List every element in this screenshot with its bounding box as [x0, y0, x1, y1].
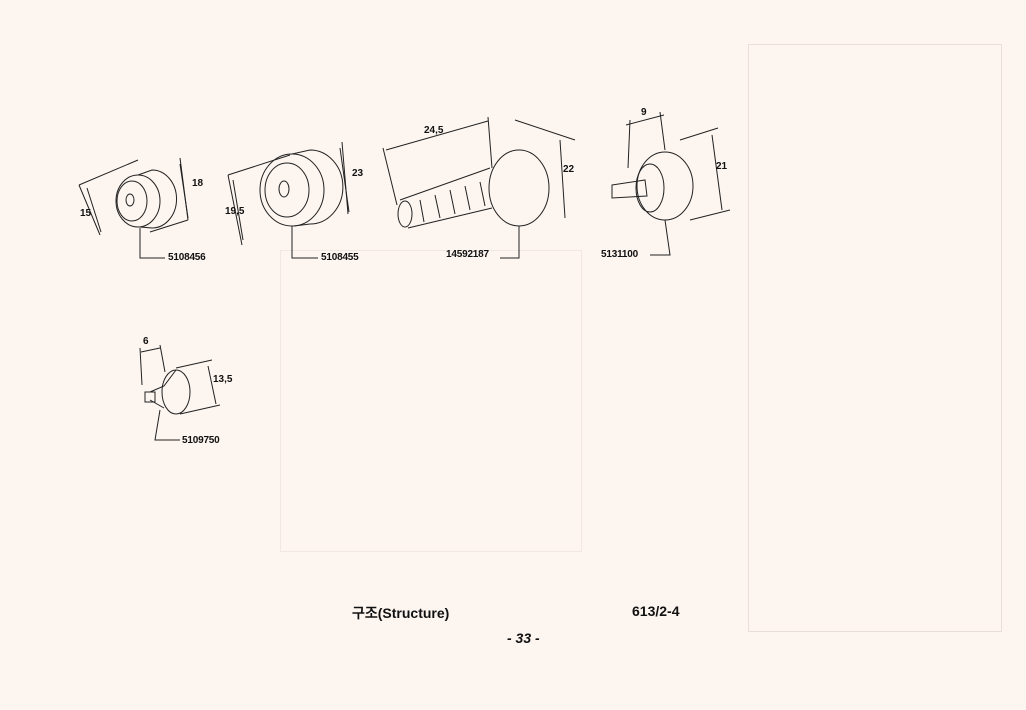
dim-label: 21 [716, 161, 728, 172]
part-5131100-drawing [611, 111, 731, 256]
part-number: 5131100 [601, 249, 638, 260]
bleed-through-diagram [280, 250, 582, 552]
dim-label: 22 [563, 164, 575, 175]
dim-label: 18 [192, 178, 204, 189]
dim-label: 6 [143, 336, 149, 347]
part-number: 14592187 [446, 249, 489, 260]
part-number: 5109750 [182, 435, 220, 446]
dim-label: 19,5 [225, 206, 245, 217]
part-5108456-drawing [78, 157, 189, 259]
bleed-through-table [748, 44, 1002, 632]
part-number: 5108456 [168, 252, 206, 263]
part-number: 5108455 [321, 252, 359, 263]
dim-label: 23 [352, 168, 364, 179]
page-reference: 613/2-4 [632, 603, 680, 619]
part-5108455-drawing [227, 141, 350, 259]
page-number: - 33 - [507, 630, 540, 646]
dim-label: 24,5 [424, 125, 444, 136]
part-14592187-drawing [382, 116, 576, 259]
dim-label: 9 [641, 107, 647, 118]
section-title: 구조(Structure) [352, 605, 450, 621]
dim-label: 13,5 [213, 374, 233, 385]
dim-label: 15 [80, 208, 92, 219]
part-5109750-drawing [139, 344, 221, 441]
